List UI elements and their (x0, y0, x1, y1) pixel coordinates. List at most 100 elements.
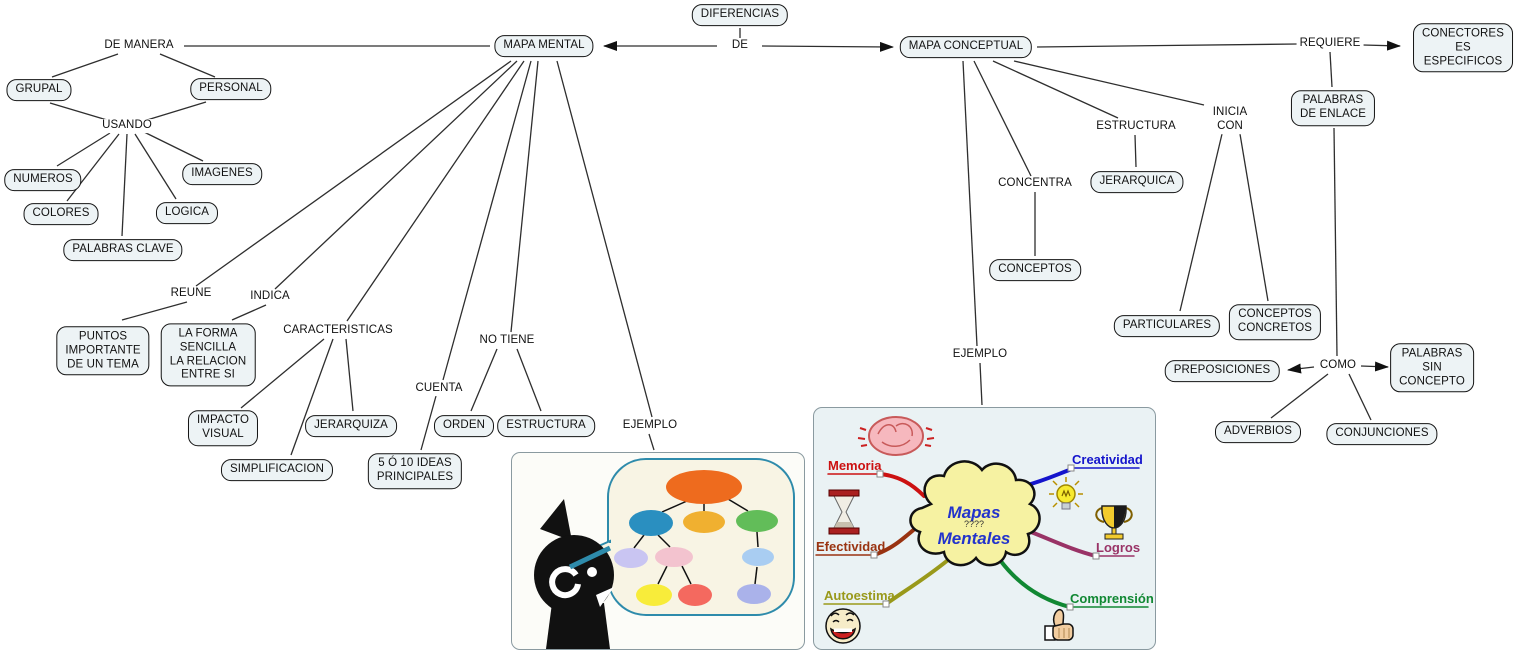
edge-21 (240, 338, 325, 409)
node-requiere[interactable]: REQUIERE (1296, 37, 1364, 51)
cloud-small-text: ???? (964, 519, 984, 529)
bubble-tree-line-0 (661, 500, 688, 513)
edge-43 (1270, 373, 1329, 419)
branch-connectors (870, 464, 1100, 611)
node-jerarquiza[interactable]: JERARQUIZA (305, 415, 397, 437)
ejemplo-mapa-mental-image[interactable] (511, 452, 805, 650)
node-estructura-mm[interactable]: ESTRUCTURA (497, 415, 595, 437)
node-concentra[interactable]: CONCENTRA (995, 177, 1075, 191)
node-mapa-mental[interactable]: MAPA MENTAL (494, 35, 594, 57)
node-la-forma[interactable]: LA FORMA SENCILLA LA RELACION ENTRE SI (160, 323, 256, 387)
bubble-tree-ellipse-7 (636, 584, 672, 606)
node-puntos-importante[interactable]: PUNTOS IMPORTANTE DE UN TEMA (56, 326, 150, 376)
node-numeros[interactable]: NUMEROS (4, 169, 82, 191)
thumbs-up-icon (1044, 608, 1074, 641)
bubble-tree-ellipse-5 (655, 547, 693, 567)
node-colores[interactable]: COLORES (23, 203, 99, 225)
edge-11 (134, 133, 177, 200)
hair-spike (540, 499, 572, 541)
edge-40 (1239, 133, 1269, 302)
brain-icon (857, 416, 935, 456)
edge-35 (1329, 51, 1333, 88)
edge-2 (761, 41, 894, 52)
mouth (596, 587, 614, 607)
node-inicia-con[interactable]: INICIA CON (1209, 106, 1251, 134)
edge-34 (1362, 40, 1401, 51)
bubble-tree-ellipse-8 (678, 584, 712, 606)
bubble-tree-ellipse-1 (629, 510, 673, 536)
bubble-tree-line-5 (657, 565, 668, 585)
bubble-tree-ellipse-4 (614, 548, 648, 568)
node-ejemplo-mm[interactable]: EJEMPLO (619, 419, 681, 433)
node-conceptos-concretos[interactable]: CONCEPTOS CONCRETOS (1228, 304, 1322, 340)
edge-26 (516, 348, 542, 412)
bubble-tree-diagram (614, 470, 778, 606)
node-palabras-clave[interactable]: PALABRAS CLAVE (63, 239, 183, 261)
node-simplificacion[interactable]: SIMPLIFICACION (220, 459, 334, 481)
node-preposiciones[interactable]: PREPOSICIONES (1164, 360, 1280, 382)
shoulders (546, 603, 610, 649)
node-cuenta[interactable]: CUENTA (412, 382, 466, 396)
label-autoestima: Autoestima (824, 588, 896, 603)
node-logica[interactable]: LOGICA (155, 202, 219, 224)
edge-22 (290, 338, 334, 456)
node-palabras-sin-concepto[interactable]: PALABRAS SIN CONCEPTO (1390, 343, 1474, 393)
node-caracteristicas[interactable]: CARACTERISTICAS (280, 324, 396, 338)
edge-39 (1179, 133, 1223, 312)
edge-25 (470, 348, 498, 412)
edge-17 (510, 60, 539, 333)
edge-6 (49, 102, 108, 121)
node-diferencias[interactable]: DIFERENCIAS (691, 4, 789, 26)
node-orden[interactable]: ORDEN (433, 415, 495, 437)
laughing-face-icon (825, 608, 861, 644)
bubble-tree-ellipse-9 (737, 584, 771, 604)
edge-5 (159, 53, 216, 78)
node-palabras-enlace[interactable]: PALABRAS DE ENLACE (1290, 90, 1376, 126)
bubble-tree-line-3 (633, 534, 645, 549)
node-conectores[interactable]: CONECTORES ES ESPECIFICOS (1413, 23, 1513, 73)
eye-dot (587, 567, 597, 577)
node-de[interactable]: DE (728, 39, 752, 53)
edge-41 (1287, 363, 1315, 374)
bubble-tree-line-4 (657, 534, 671, 548)
node-conjunciones[interactable]: CONJUNCIONES (1326, 423, 1438, 445)
node-no-tiene[interactable]: NO TIENE (476, 334, 538, 348)
speech-bubble (607, 458, 795, 616)
node-mapa-conceptual[interactable]: MAPA CONCEPTUAL (899, 36, 1033, 58)
node-conceptos[interactable]: CONCEPTOS (989, 259, 1081, 281)
bubble-tree-ellipse-0 (666, 470, 742, 504)
node-grupal[interactable]: GRUPAL (6, 79, 72, 101)
person-silhouette (534, 499, 614, 649)
ejemplo-mapa-conceptual-image[interactable]: Mapas ???? Mentales Memoria Creatividad … (813, 407, 1156, 650)
edge-20 (231, 304, 267, 321)
bubble-tree-ellipse-2 (683, 511, 725, 533)
cloud-title-line1: Mapas (948, 503, 1001, 522)
node-de-manera[interactable]: DE MANERA (101, 39, 177, 53)
bubble-tree-line-6 (681, 565, 692, 585)
edge-15 (346, 60, 525, 322)
node-usando[interactable]: USANDO (99, 119, 155, 133)
edge-30 (973, 60, 1032, 177)
node-como[interactable]: COMO (1316, 359, 1360, 373)
bubble-tree-ellipse-6 (742, 548, 774, 566)
node-impacto-visual[interactable]: IMPACTO VISUAL (187, 410, 259, 446)
node-adverbios[interactable]: ADVERBIOS (1214, 421, 1302, 443)
node-particulares[interactable]: PARTICULARES (1113, 315, 1221, 337)
node-ideas-principales[interactable]: 5 Ó 10 IDEAS PRINCIPALES (367, 453, 463, 489)
node-indica[interactable]: INDICA (247, 290, 293, 304)
node-jerarquica[interactable]: JERARQUICA (1090, 171, 1184, 193)
node-imagenes[interactable]: IMAGENES (182, 163, 262, 185)
edge-8 (56, 132, 111, 167)
node-personal[interactable]: PERSONAL (190, 78, 272, 100)
node-reune[interactable]: REUNE (167, 287, 215, 301)
edge-7 (146, 101, 207, 121)
bubble-tree-line-8 (754, 566, 758, 585)
edge-10 (121, 133, 128, 237)
branch-autoestima (884, 558, 950, 606)
glasses-icon (568, 545, 612, 570)
node-ejemplo-mc[interactable]: EJEMPLO (949, 348, 1011, 362)
label-efectividad: Efectividad (816, 539, 885, 554)
edge-32 (1013, 60, 1205, 106)
node-estructura-mc[interactable]: ESTRUCTURA (1093, 120, 1179, 134)
